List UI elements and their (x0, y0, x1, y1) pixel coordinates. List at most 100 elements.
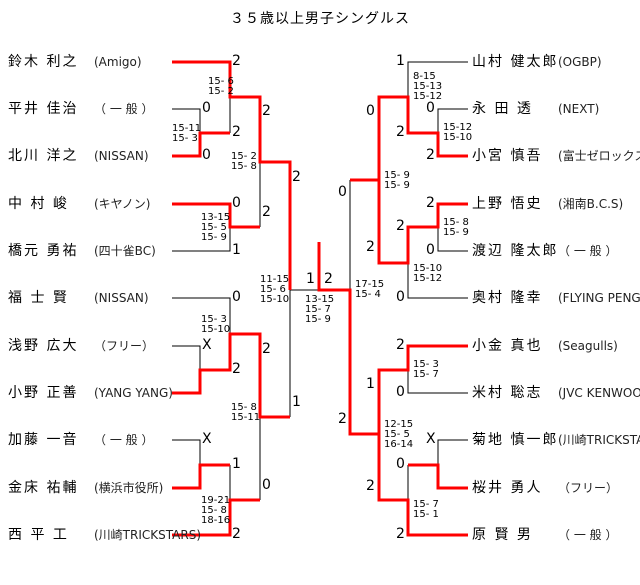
player-name: 菊地 慎一郎 (472, 432, 559, 448)
player-team: (NEXT) (558, 102, 600, 116)
player-name: 西 平 工 (8, 527, 69, 543)
game-score: 15-10 (413, 263, 443, 274)
game-score: 15- 6 (208, 76, 234, 87)
set-score: 2 (292, 169, 301, 185)
player-team: (川崎TRICKSTARS) (94, 528, 201, 542)
set-score: 2 (396, 124, 405, 140)
player-entry: 加藤 一音 （ 一 般 ） (8, 431, 168, 449)
game-score: 15-12 (413, 91, 443, 102)
set-score: 0 (232, 289, 241, 305)
game-score: 15- 5 (201, 222, 227, 233)
player-entry: 山村 健太郎(OGBP) (472, 53, 632, 71)
player-team: (NISSAN) (94, 149, 149, 163)
player-entry: 中 村 峻 (キヤノン) (8, 195, 168, 213)
player-name: 金床 祐輔 (8, 480, 79, 496)
player-team: （フリー） (558, 481, 619, 495)
player-team: （ 一 般 ） (94, 433, 154, 447)
player-team: （フリー） (94, 339, 155, 353)
player-name: 平井 佳治 (8, 101, 79, 117)
set-score: X (426, 431, 436, 447)
player-name: 橋元 勇祐 (8, 243, 79, 259)
player-team: (JVC KENWOOD) (558, 386, 640, 400)
player-team: (Seagulls) (558, 339, 618, 353)
player-entry: 西 平 工 (川崎TRICKSTARS) (8, 526, 201, 544)
game-score: 13-15 (201, 212, 231, 223)
set-score: 0 (262, 477, 271, 493)
game-score: 15- 3 (201, 314, 227, 325)
player-name: 小宮 慎吾 (472, 148, 543, 164)
game-score: 16-14 (384, 439, 414, 450)
set-score: 2 (262, 103, 271, 119)
game-score: 15- 2 (231, 151, 257, 162)
player-team: （ 一 般 ） (94, 102, 154, 116)
game-score: 15- 8 (201, 505, 227, 516)
game-score: 15-13 (413, 81, 443, 92)
set-score: 0 (202, 147, 211, 163)
set-score: 0 (232, 195, 241, 211)
game-score: 18-16 (201, 515, 231, 526)
game-score: 15- 9 (305, 314, 331, 325)
player-entry: 橋元 勇祐 (四十雀BC) (8, 242, 168, 260)
set-score: 2 (366, 239, 375, 255)
player-team: (FLYING PENGUINS) (558, 291, 640, 305)
player-name: 上野 悟史 (472, 196, 543, 212)
set-score: 1 (232, 242, 241, 258)
set-score: 0 (396, 289, 405, 305)
set-score: 2 (232, 53, 241, 69)
set-score: 2 (396, 526, 405, 542)
game-score: 15- 4 (355, 289, 381, 300)
player-name: 中 村 峻 (8, 196, 69, 212)
player-entry: 桜井 勇人（フリー） (472, 479, 632, 497)
player-entry: 奥村 隆幸(FLYING PENGUINS) (472, 289, 640, 307)
set-score: 2 (232, 361, 241, 377)
player-name: 鈴木 利之 (8, 54, 79, 70)
player-entry: 浅野 広大 （フリー） (8, 337, 168, 355)
set-score: 2 (396, 337, 405, 353)
player-name: 加藤 一音 (8, 432, 79, 448)
player-name: 渡辺 隆太郎 (472, 243, 559, 259)
game-score: 12-15 (384, 419, 414, 430)
player-team: (四十雀BC) (94, 244, 156, 258)
player-entry: 永 田 透(NEXT) (472, 100, 632, 118)
game-score: 15-12 (413, 273, 443, 284)
player-team: (OGBP) (558, 55, 602, 69)
set-score: 1 (232, 456, 241, 472)
set-score: 1 (396, 53, 405, 69)
game-score: 15- 7 (305, 304, 331, 315)
game-score: 15- 9 (384, 180, 410, 191)
player-entry: 上野 悟史(湘南B.C.S) (472, 195, 632, 213)
player-name: 浅野 広大 (8, 338, 79, 354)
player-team: (NISSAN) (94, 291, 149, 305)
game-score: 15-10 (443, 132, 473, 143)
player-team: (キヤノン) (94, 197, 151, 211)
player-entry: 金床 祐輔(横浜市役所) (8, 479, 168, 497)
set-score: 2 (338, 411, 347, 427)
set-score: 1 (306, 271, 315, 287)
player-entry: 平井 佳治 （ 一 般 ） (8, 100, 168, 118)
player-name: 山村 健太郎 (472, 54, 559, 70)
game-score: 15- 2 (208, 86, 234, 97)
game-score: 15-12 (443, 122, 473, 133)
set-score: X (202, 431, 212, 447)
set-score: 1 (366, 376, 375, 392)
player-entry: 渡辺 隆太郎（ 一 般 ） (472, 242, 632, 260)
winner-lines (172, 60, 468, 537)
player-entry: 小野 正善(YANG YANG) (8, 384, 173, 402)
game-score: 15- 1 (413, 509, 439, 520)
game-score: 15-10 (201, 324, 231, 335)
